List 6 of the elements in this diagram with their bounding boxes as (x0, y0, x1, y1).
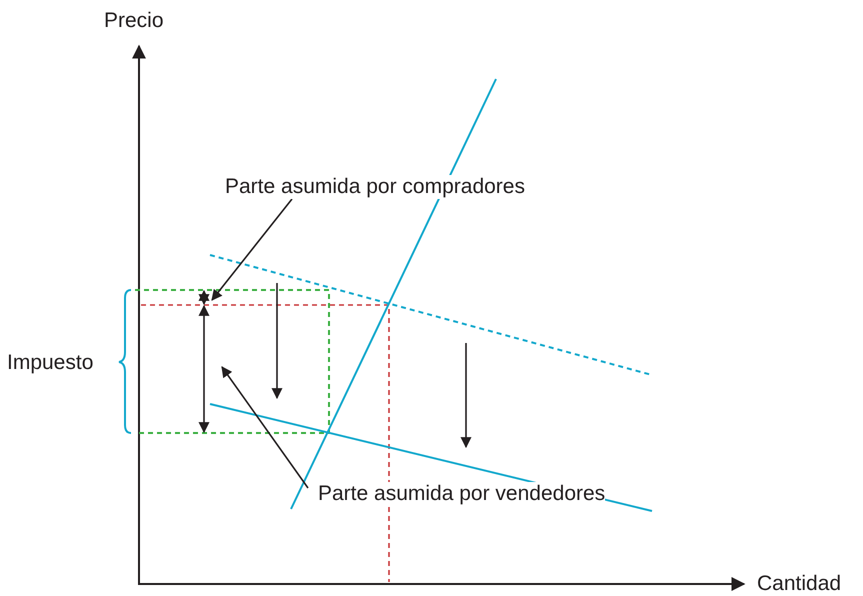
callout-text: Parte asumida por compradores (225, 175, 525, 199)
leader-line (211, 198, 293, 301)
double-arrow (198, 290, 210, 306)
leader-line (221, 366, 309, 488)
double-arrow (198, 304, 210, 434)
callout-text: Parte asumida por vendedores (318, 482, 606, 506)
